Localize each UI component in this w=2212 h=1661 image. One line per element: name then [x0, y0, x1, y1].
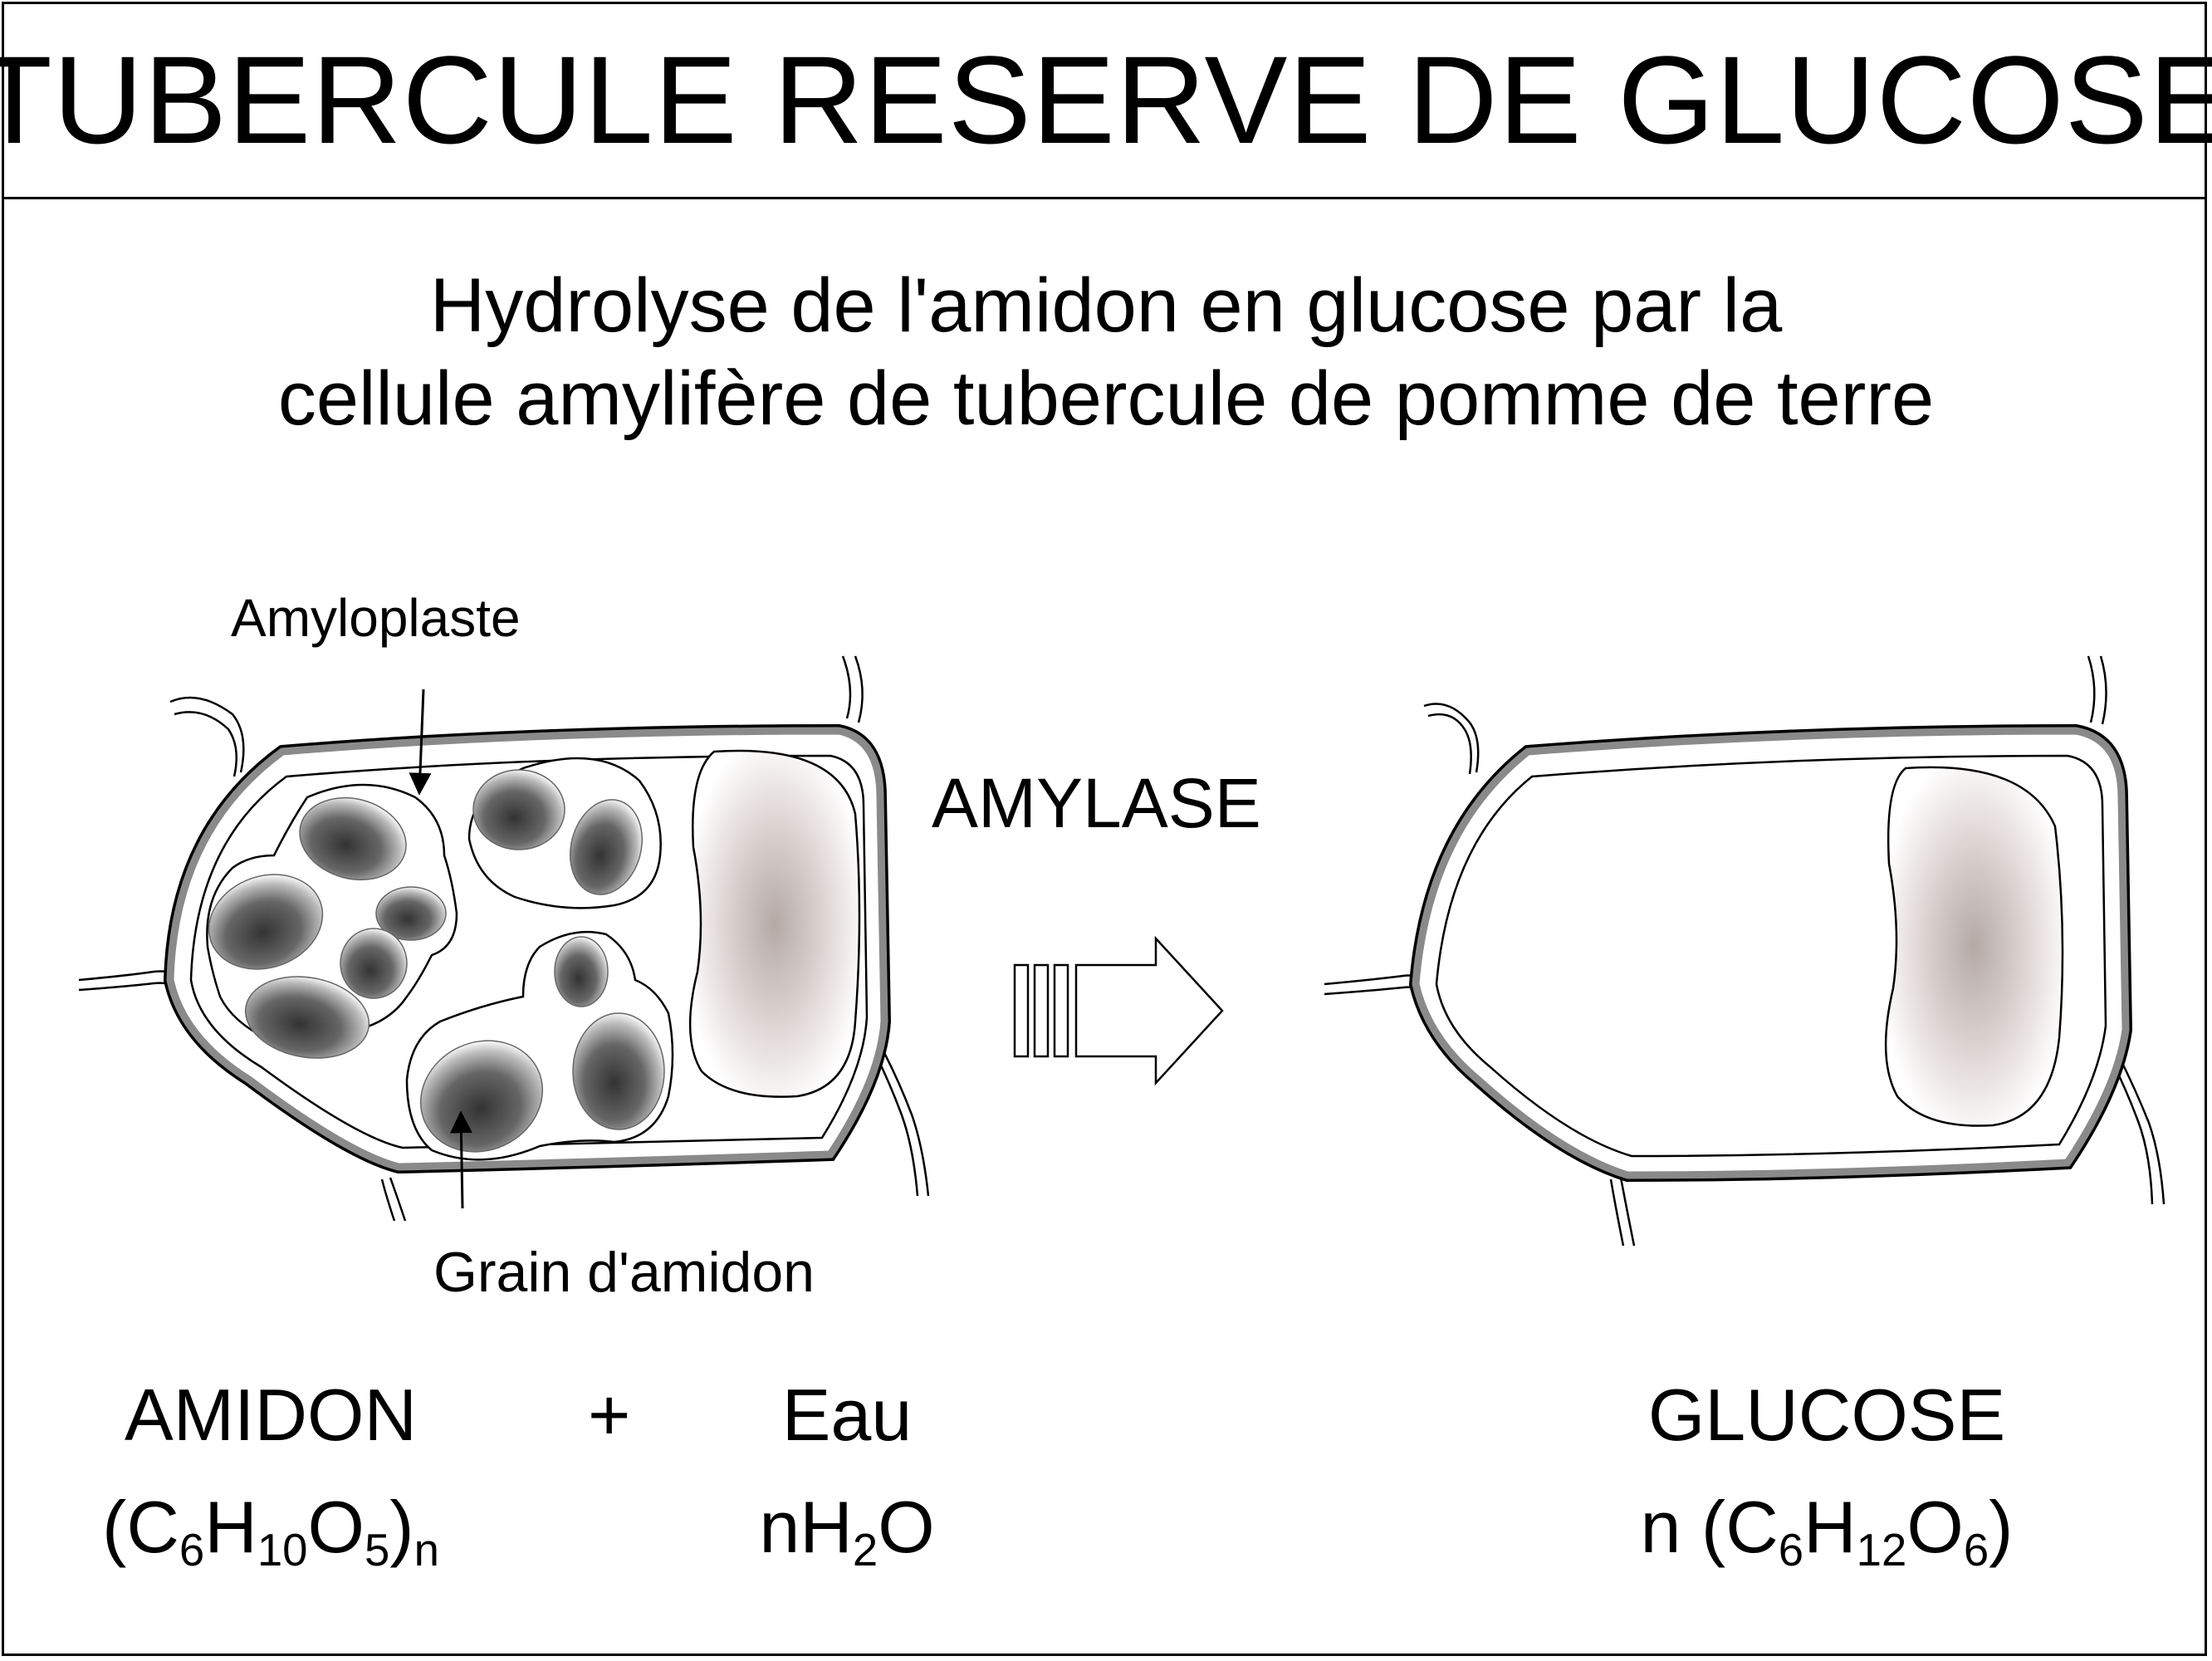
amyloplaste-label: Amyloplaste — [231, 588, 521, 648]
cell-after — [1324, 655, 2166, 1247]
subtitle-line-2: cellule amylifère de tubercule de pomme … — [277, 356, 1935, 442]
process-arrow — [1013, 935, 1224, 1086]
vacuole-before — [688, 749, 861, 1098]
amyloplaste-pointer — [409, 688, 432, 796]
arrow-head — [1074, 935, 1224, 1086]
arrow-stripe — [1033, 963, 1050, 1058]
starch-grain — [569, 799, 644, 895]
reactant1-name: AMIDON — [125, 1374, 417, 1456]
arrow-stripe — [1013, 963, 1030, 1058]
subtitle: Hydrolyse de l'amidon en glucose par la … — [0, 259, 2212, 445]
starch-grain — [572, 1012, 665, 1130]
title-bar: TUBERCULE RESERVE DE GLUCOSE — [0, 2, 2212, 199]
grain-label: Grain d'amidon — [433, 1241, 815, 1304]
plasma-membrane — [1435, 754, 2107, 1158]
starch-grain — [299, 796, 407, 881]
product-formula: n (C6H12O6) — [1640, 1486, 2014, 1576]
product-name: GLUCOSE — [1647, 1374, 2006, 1456]
enzyme-label: AMYLASE — [932, 764, 1261, 842]
reactant1-formula: (C6H10O5)n — [102, 1486, 439, 1576]
cell-before — [78, 655, 930, 1222]
starch-grain — [340, 928, 408, 999]
plus-sign: + — [588, 1374, 631, 1456]
starch-grain — [375, 886, 447, 941]
subtitle-line-1: Hydrolyse de l'amidon en glucose par la — [429, 263, 1783, 348]
starch-grain — [472, 769, 565, 850]
page-title: TUBERCULE RESERVE DE GLUCOSE — [0, 29, 2212, 169]
starch-grain — [208, 874, 324, 970]
reactant2-name: Eau — [781, 1374, 913, 1456]
starch-grain — [244, 976, 370, 1059]
vacuole-after — [1884, 766, 2064, 1127]
grain-pointer — [449, 1110, 472, 1209]
reactant2-formula: nH2O — [759, 1486, 935, 1576]
starch-grain — [554, 936, 609, 1007]
arrow-stripe — [1053, 963, 1069, 1058]
